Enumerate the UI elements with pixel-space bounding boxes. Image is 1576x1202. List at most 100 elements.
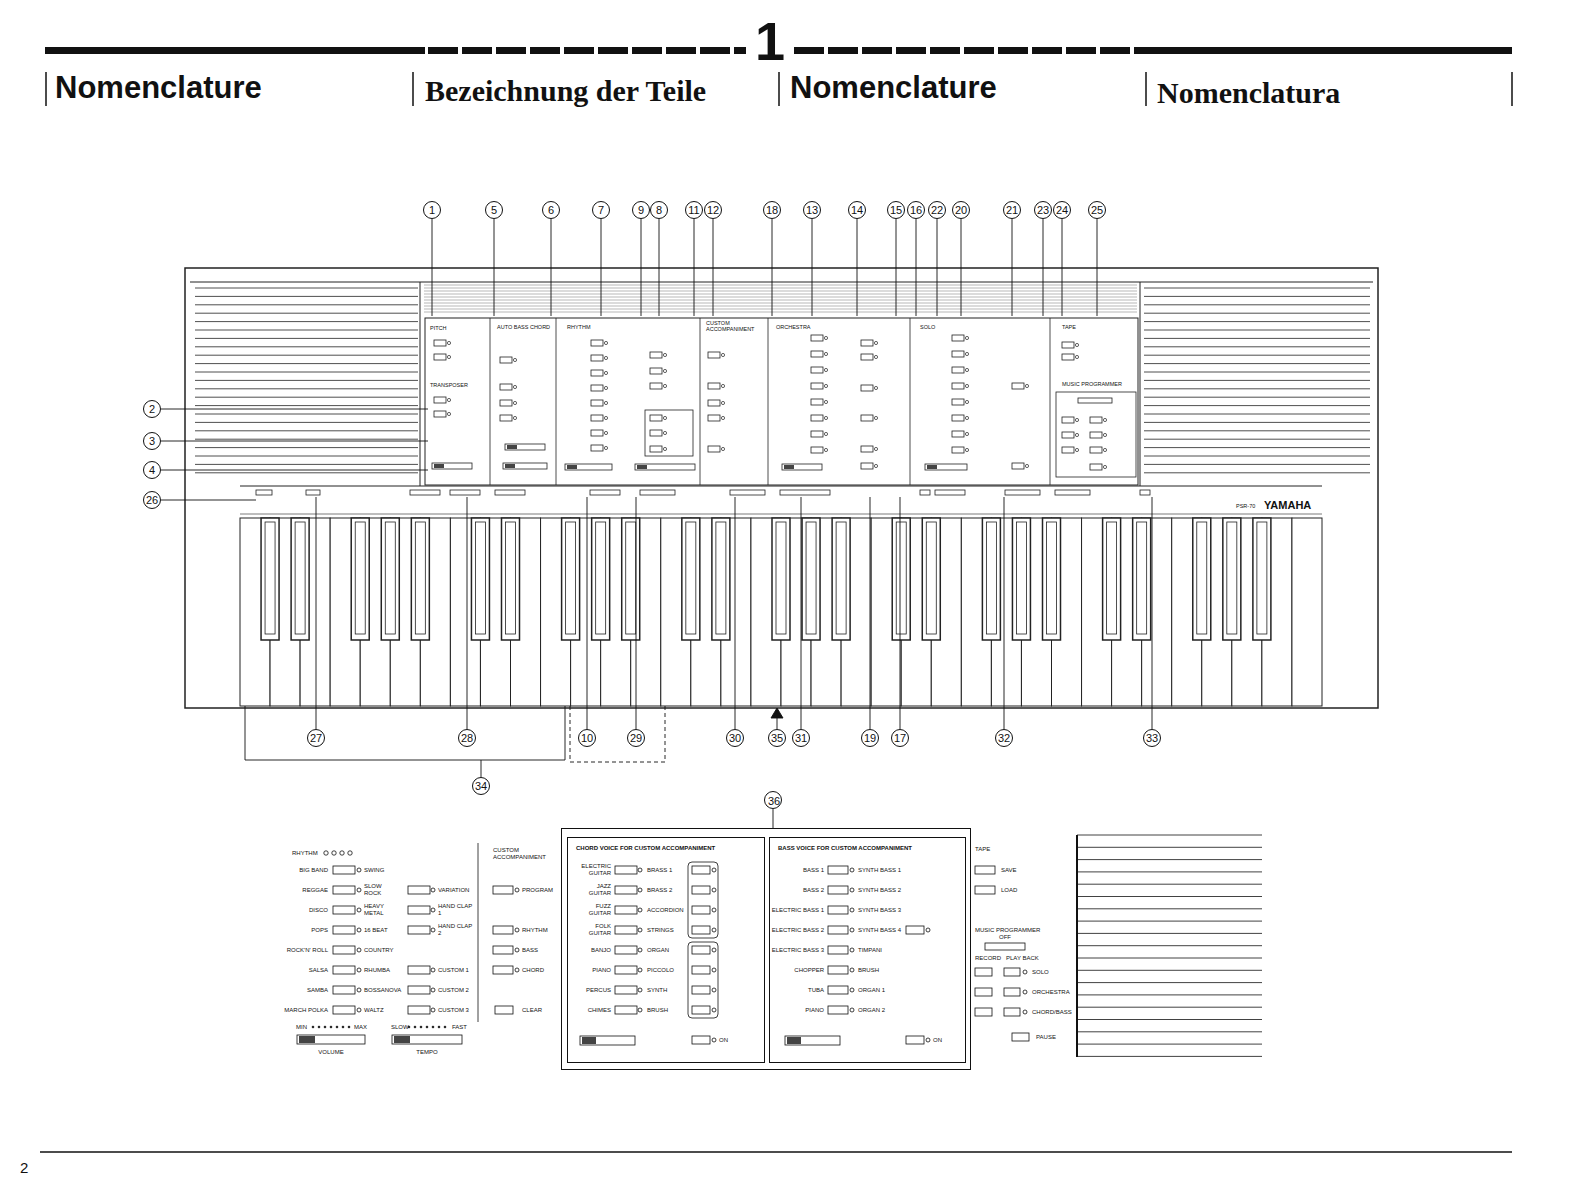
black-key	[802, 518, 820, 640]
speaker-grille	[1144, 456, 1370, 457]
blank-line	[1077, 884, 1262, 885]
speaker-grille	[195, 321, 418, 322]
speaker-grille	[1144, 338, 1370, 339]
panel-lamp	[850, 928, 854, 932]
black-key	[1253, 518, 1271, 640]
panel-lamp	[663, 447, 666, 450]
control-label: MAX	[354, 1024, 367, 1031]
button-strip	[240, 486, 1322, 487]
control-label: 16 BEAT	[364, 927, 388, 934]
rule-dash	[1032, 47, 1062, 54]
panel-lamp	[874, 447, 877, 450]
panel-lamp	[824, 368, 827, 371]
control-label: TEMPO	[416, 1049, 437, 1056]
control-label: MUSIC PROGRAMMER	[975, 927, 1040, 934]
panel-button	[408, 926, 430, 934]
control-label: ROCK'N' ROLL	[287, 947, 328, 954]
leader-line	[961, 219, 962, 316]
panel-lamp	[824, 448, 827, 451]
callout-circle	[1089, 202, 1106, 219]
slider-knob	[299, 1036, 315, 1043]
panel-button	[1062, 354, 1074, 360]
panel-lamp	[850, 948, 854, 952]
control-label: WALTZ	[364, 1007, 384, 1014]
panel-lamp	[638, 908, 642, 912]
programmer-switch	[1078, 398, 1112, 403]
panel-lamp	[824, 416, 827, 419]
scale-dot	[438, 1026, 440, 1028]
speaker-grille	[195, 447, 418, 448]
rule-dash	[462, 47, 492, 54]
panel-button	[615, 966, 637, 974]
panel-button	[1012, 383, 1024, 389]
speaker-grille	[1144, 388, 1370, 389]
panel-button	[1012, 1033, 1029, 1041]
speaker-grille	[195, 304, 418, 305]
callout-number: 25	[1091, 204, 1103, 216]
panel-button	[811, 415, 823, 421]
callout-circle	[144, 492, 161, 509]
panel-lamp	[721, 384, 724, 387]
panel-button	[861, 340, 873, 346]
callout-circle	[727, 730, 744, 747]
control-label: TAPE	[975, 846, 990, 853]
chord-slider	[580, 1036, 635, 1045]
strip-button	[450, 490, 480, 495]
callout-number: 3	[149, 435, 155, 447]
control-label: PICCOLO	[647, 967, 674, 974]
panel-button	[408, 886, 430, 894]
callout-number: 24	[1056, 204, 1068, 216]
panel-lamp	[824, 352, 827, 355]
footer-rule	[40, 1151, 1512, 1153]
control-label: SYNTH BASS 4	[858, 927, 901, 934]
control-label: STRINGS	[647, 927, 674, 934]
leader-line	[1062, 219, 1063, 316]
control-label: SYNTH BASS 3	[858, 907, 901, 914]
panel-button	[811, 399, 823, 405]
rule-dash	[598, 47, 628, 54]
blank-line	[1077, 908, 1262, 909]
panel-lamp	[965, 448, 968, 451]
speaker-grille	[1144, 288, 1370, 289]
panel-lamp	[1103, 448, 1106, 451]
programmer-switch	[985, 943, 1025, 950]
strip-button	[1055, 490, 1090, 495]
panel-lamp	[721, 447, 724, 450]
panel-lamp	[604, 341, 607, 344]
blank-line	[1077, 1031, 1262, 1032]
black-key	[1103, 518, 1121, 640]
panel-lamp	[357, 868, 361, 872]
panel-lamp	[712, 968, 716, 972]
leader-line	[636, 497, 637, 729]
rhythm-lamp	[324, 851, 328, 855]
leader-line	[916, 219, 917, 316]
control-label: ACCORDION	[647, 907, 683, 914]
panel-lamp	[1023, 990, 1027, 994]
panel-button	[434, 354, 446, 360]
panel-button	[952, 431, 964, 437]
callout-circle	[144, 433, 161, 450]
control-label: ORGAN 2	[858, 1007, 885, 1014]
rule-dash	[896, 47, 926, 54]
panel-band	[424, 294, 1137, 295]
panel-button	[333, 866, 355, 874]
section-heading: Bezeichnung der Teile	[425, 74, 706, 107]
panel-lamp	[721, 401, 724, 404]
panel-detail	[297, 835, 1262, 1057]
leader-line	[161, 470, 428, 471]
panel-lamp	[712, 888, 716, 892]
control-label: PIANO	[805, 1007, 824, 1014]
callout-number: 19	[864, 732, 876, 744]
panel-lamp	[721, 353, 724, 356]
blank-line	[1077, 859, 1262, 860]
panel-lamp	[824, 336, 827, 339]
control-label: CHIMES	[588, 1007, 611, 1014]
black-key	[682, 518, 700, 640]
button-strip	[240, 514, 1322, 515]
panel-lamp	[1025, 384, 1028, 387]
control-label: BASS 2	[803, 887, 824, 894]
rule-dash	[1066, 47, 1096, 54]
panel-button	[650, 446, 662, 452]
panel-button	[500, 357, 512, 363]
